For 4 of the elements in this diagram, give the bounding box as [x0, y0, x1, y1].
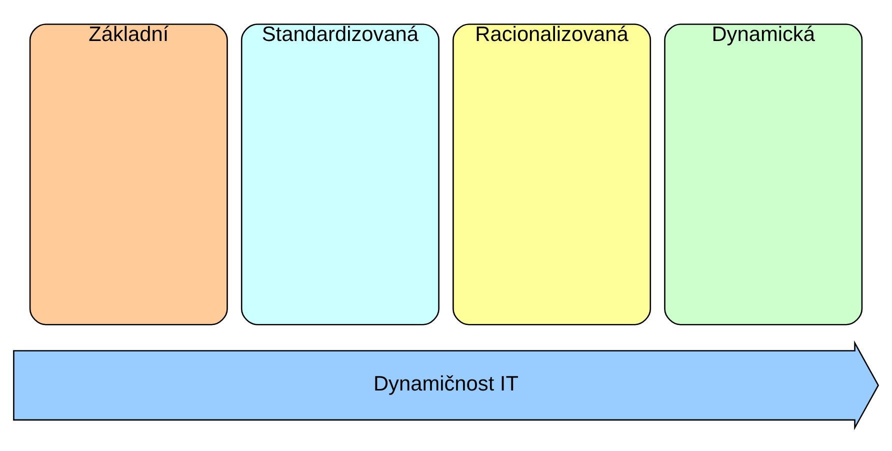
node-box: Dynamická: [664, 23, 863, 325]
node-box: Standardizovaná: [240, 23, 440, 325]
node-box: Racionalizovaná: [452, 23, 652, 325]
node-box: Základní: [29, 23, 228, 325]
